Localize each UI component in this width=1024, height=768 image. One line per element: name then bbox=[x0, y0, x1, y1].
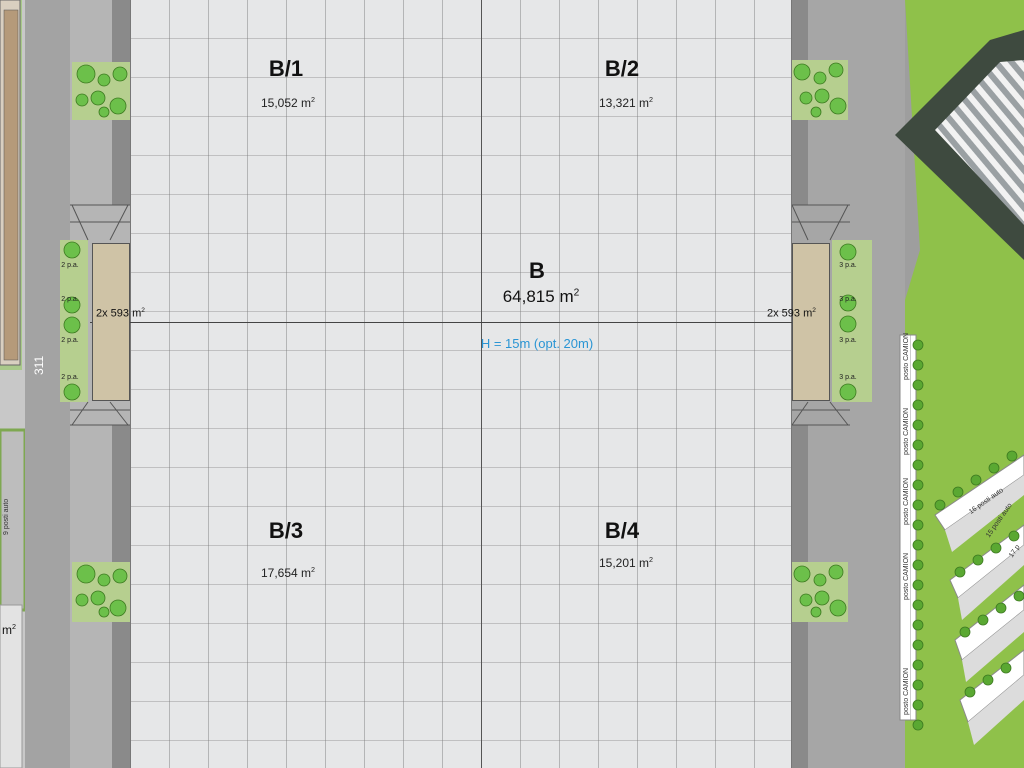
parking-label-west-3: 2 p.a. bbox=[61, 337, 79, 344]
tree-cluster-west-bottom bbox=[75, 564, 128, 618]
west-building-block bbox=[0, 604, 23, 768]
unit-area-b1: 15,052 m2 bbox=[260, 95, 316, 110]
unit-label-b3: B/3 bbox=[268, 518, 304, 543]
building-title: B bbox=[529, 258, 545, 283]
tree-column-east-dock bbox=[839, 243, 857, 401]
tree-cluster-west-top bbox=[75, 64, 128, 118]
parking-label-east-2: 3 p.a. bbox=[839, 296, 857, 303]
building-height: H = 15m (opt. 20m) bbox=[480, 336, 594, 351]
tree-row-east bbox=[912, 339, 1024, 731]
truck-bay-label-3: posto CAMION bbox=[903, 477, 910, 525]
road-number: 311 bbox=[32, 355, 46, 375]
parking-label-east-4: 3 p.a. bbox=[839, 374, 857, 381]
tree-cluster-east-bottom bbox=[793, 564, 847, 618]
truck-bay-label-2: posto CAMION bbox=[903, 407, 910, 455]
unit-label-b2: B/2 bbox=[604, 56, 640, 81]
unit-area-b4: 15,201 m2 bbox=[598, 555, 654, 570]
dock-shed-west bbox=[92, 243, 130, 401]
unit-divider-horizontal bbox=[90, 322, 830, 323]
unit-label-b1: B/1 bbox=[268, 56, 304, 81]
unit-divider-vertical bbox=[481, 0, 482, 768]
unit-area-b2: 13,321 m2 bbox=[598, 95, 654, 110]
parking-label-west-1: 2 p.a. bbox=[61, 262, 79, 269]
warehouse-slab bbox=[130, 0, 792, 768]
west-area-fragment: m2 bbox=[2, 622, 16, 637]
parking-label-west-2: 2 p.a. bbox=[61, 296, 79, 303]
dock-area-east: 2x 593 m2 bbox=[767, 307, 816, 320]
truck-bay-label-4: posto CAMION bbox=[903, 552, 910, 600]
east-car-parking bbox=[934, 454, 1024, 723]
parking-label-east-1: 3 p.a. bbox=[839, 262, 857, 269]
parking-label-east-3: 3 p.a. bbox=[839, 337, 857, 344]
unit-label-b4: B/4 bbox=[604, 518, 640, 543]
parking-label-west-4: 2 p.a. bbox=[61, 374, 79, 381]
dock-shed-east bbox=[792, 243, 830, 401]
unit-area-b3: 17,654 m2 bbox=[260, 565, 316, 580]
west-parking-label: 9 posti auto bbox=[3, 498, 10, 535]
tree-cluster-east-top bbox=[793, 62, 847, 118]
truck-bay-label-5: posto CAMION bbox=[903, 667, 910, 715]
building-total-area: 64,815 m2 bbox=[502, 287, 580, 306]
tree-column-west-dock bbox=[63, 241, 81, 401]
dock-area-west: 2x 593 m2 bbox=[96, 307, 145, 320]
truck-bay-label-1: posto CAMION bbox=[903, 332, 910, 380]
